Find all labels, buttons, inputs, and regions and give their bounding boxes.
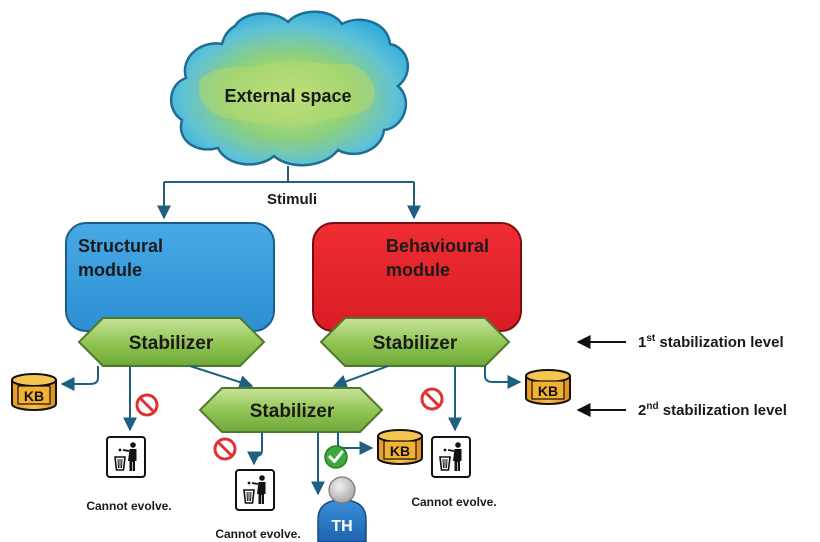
structural-module: Structural module <box>65 222 275 332</box>
avatar-initials: TH <box>331 518 352 535</box>
arrow-right-to-center <box>332 365 389 389</box>
second-level-annotation: 2nd stabilization level <box>576 401 787 419</box>
arrow-left-to-center <box>189 365 254 389</box>
forbidden-icon-right <box>420 387 444 411</box>
trash-icon-left <box>106 436 146 478</box>
kb-left: KB <box>11 366 99 411</box>
forbidden-icon-center <box>213 437 237 461</box>
stabilizer-right-label: Stabilizer <box>373 333 458 354</box>
kb-right-label: KB <box>538 383 558 399</box>
stimuli-label: Stimuli <box>267 191 317 208</box>
external-space-label: External space <box>224 86 351 106</box>
first-level-annotation: 1st stabilization level <box>576 333 784 351</box>
structural-module-line1: Structural <box>78 236 163 256</box>
stabilizer-center-label: Stabilizer <box>250 401 335 422</box>
check-icon <box>324 445 348 469</box>
cannot-evolve-right: Cannot evolve. <box>411 495 496 509</box>
user-avatar-icon: TH <box>317 476 367 542</box>
behavioural-module-line2: module <box>386 260 450 280</box>
trash-icon-center <box>235 469 275 511</box>
cannot-evolve-left: Cannot evolve. <box>86 499 171 513</box>
second-level-text: 2nd stabilization level <box>638 401 787 419</box>
stabilizer-left: Stabilizer <box>77 317 266 367</box>
stimuli-arrows <box>157 166 421 220</box>
trash-icon-right <box>431 436 471 478</box>
behavioural-module-line1: Behavioural <box>386 236 489 256</box>
kb-left-label: KB <box>24 388 44 404</box>
arrow-center-to-trash <box>247 432 263 466</box>
kb-center: KB <box>337 429 423 465</box>
behavioural-module: Behavioural module <box>312 222 522 332</box>
kb-center-label: KB <box>390 443 410 459</box>
external-space-cloud: External space <box>170 10 410 167</box>
structural-module-line2: module <box>78 260 142 280</box>
cannot-evolve-center: Cannot evolve. <box>215 527 300 541</box>
first-level-text: 1st stabilization level <box>638 333 784 351</box>
forbidden-icon-left <box>135 393 159 417</box>
stabilizer-right: Stabilizer <box>319 317 511 367</box>
stabilizer-center: Stabilizer <box>198 387 384 433</box>
kb-right: KB <box>484 366 571 405</box>
stabilizer-left-label: Stabilizer <box>129 333 214 354</box>
